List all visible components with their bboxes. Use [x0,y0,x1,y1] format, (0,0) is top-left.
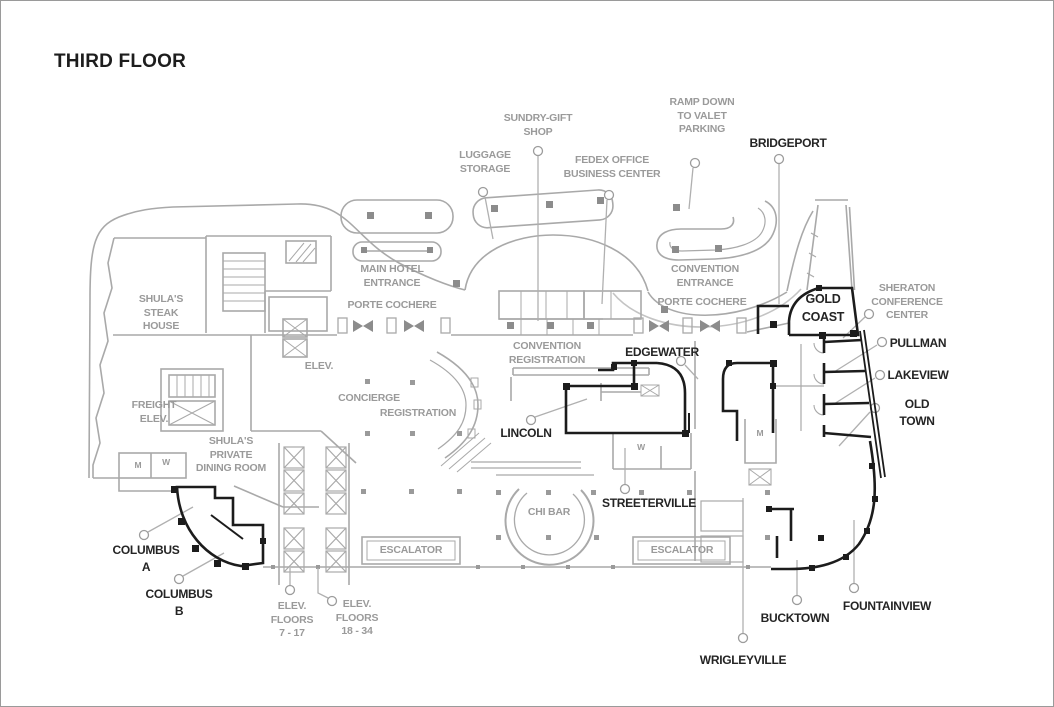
label-columbus-b: COLUMBUS B [145,587,213,618]
label-porte-cochere-right: PORTE COCHERE [657,296,747,308]
label-escalator-left: ESCALATOR [379,544,443,556]
escalator-right-box [632,536,731,565]
label-restroom-w-center: W [637,442,645,452]
rooms-bold-layer [171,285,886,571]
west-wall [92,237,206,479]
private-dining-walls [233,335,357,508]
elevator-bank [278,443,350,585]
label-lincoln: LINCOLN [500,426,552,440]
label-sundry-gift-shop: SUNDRY-GIFT SHOP [503,112,573,138]
label-bridgeport: BRIDGEPORT [749,136,827,150]
label-old-town: OLD TOWN [899,397,935,428]
label-fountainview: FOUNTAINVIEW [842,599,932,613]
label-restroom-m-left: M [134,460,142,470]
plan-gray-layer [88,189,856,585]
elev-core [282,318,308,358]
escalator-left-box [361,536,461,565]
label-restroom-w-left: W [162,457,170,467]
label-shulas-private-dining: SHULA'S PRIVATE DINING ROOM [195,435,267,475]
fountainview-curve-outline [771,440,877,571]
label-lakeview: LAKEVIEW [887,368,949,382]
label-luggage-storage: LUGGAGE STORAGE [459,149,511,175]
label-columbus-a: COLUMBUS A [112,543,180,574]
label-registration: REGISTRATION [379,407,457,419]
label-elev: ELEV. [304,360,334,372]
label-convention-entrance: CONVENTION ENTRANCE [670,263,740,289]
label-shulas-steak-house: SHULA'S STEAK HOUSE [138,293,184,333]
lincoln-edgewater-outline [564,361,690,435]
lobby-counters [471,461,594,476]
kitchen-stairs [205,235,332,333]
label-porte-cochere-left: PORTE COCHERE [347,299,437,311]
label-elev-floors-7-17: ELEV. FLOORS 7 - 17 [270,600,314,640]
label-wrigleyville: WRIGLEYVILLE [699,653,787,667]
label-sheraton-conference-center: SHERATON CONFERENCE CENTER [871,282,943,322]
label-gold-coast: GOLD COAST [801,292,845,324]
label-streeterville: STREETERVILLE [602,496,696,510]
valet-ramp [806,199,856,291]
page-title: THIRD FLOOR [54,51,187,72]
entrance-islands [340,189,614,262]
label-main-hotel-entrance: MAIN HOTEL ENTRANCE [360,263,424,289]
label-bucktown: BUCKTOWN [760,611,830,625]
label-concierge: CONCIERGE [338,392,400,404]
freight-elevator [160,368,224,432]
label-restroom-m-right: M [756,428,764,438]
label-ramp-valet: RAMP DOWN TO VALET PARKING [669,96,735,136]
label-edgewater: EDGEWATER [625,345,699,359]
label-chi-bar: CHI BAR [527,506,571,518]
columbus-rooms-outline [175,485,265,568]
door-swings-right [813,342,825,416]
door-symbols [337,317,747,334]
chi-bar-circle [504,488,595,566]
registration-desk [429,351,492,473]
column-dots [271,197,770,569]
right-service-core [694,341,824,563]
label-convention-registration: CONVENTION REGISTRATION [508,340,586,366]
wall-markers [171,285,878,571]
right-meeting-rooms-outline [721,329,886,479]
label-pullman: PULLMAN [889,336,947,350]
label-freight-elev: FREIGHT ELEV. [131,399,177,425]
bucktown-outline [769,507,794,558]
gold-coast-outline [787,286,860,337]
leader-lines [138,145,888,644]
bridgeport-room-outline [756,304,789,334]
convention-reg-desk [510,367,660,401]
front-walls [113,290,790,336]
restroom-w-center [612,433,692,470]
label-fedex-office: FEDEX OFFICE BUSINESS CENTER [563,154,661,180]
label-escalator-right: ESCALATOR [650,544,714,556]
restrooms-left [118,452,187,492]
label-elev-floors-18-34: ELEV. FLOORS 18 - 34 [335,598,379,638]
